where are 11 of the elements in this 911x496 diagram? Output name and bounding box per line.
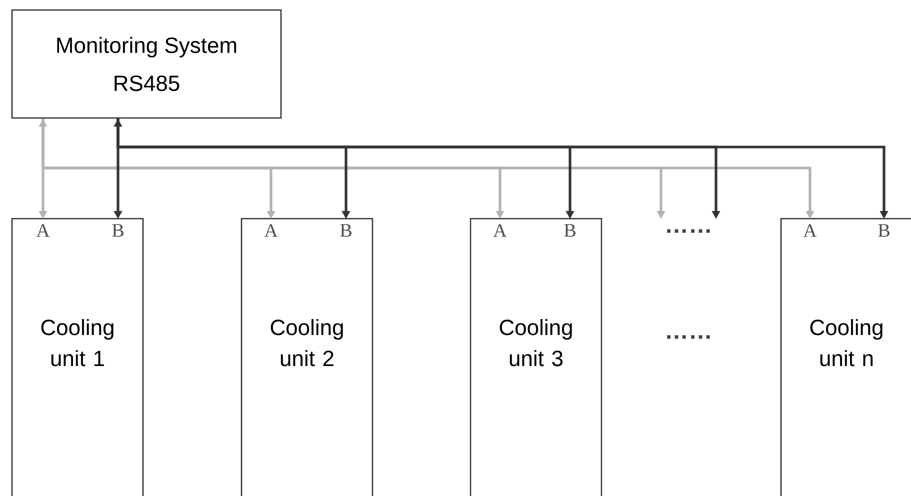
pin-label: B xyxy=(564,224,576,237)
pin-label: B xyxy=(340,224,352,237)
pin-label: A xyxy=(803,224,817,237)
pin-label: B xyxy=(878,224,890,237)
ellipsis: …… xyxy=(667,335,710,339)
monitoring-box: Monitoring System RS485 xyxy=(11,9,282,119)
pin-label: A xyxy=(36,224,50,237)
ellipsis: …… xyxy=(667,229,710,233)
pin-label: A xyxy=(493,224,507,237)
pin-label: A xyxy=(264,224,278,237)
pin-label: B xyxy=(112,224,124,237)
